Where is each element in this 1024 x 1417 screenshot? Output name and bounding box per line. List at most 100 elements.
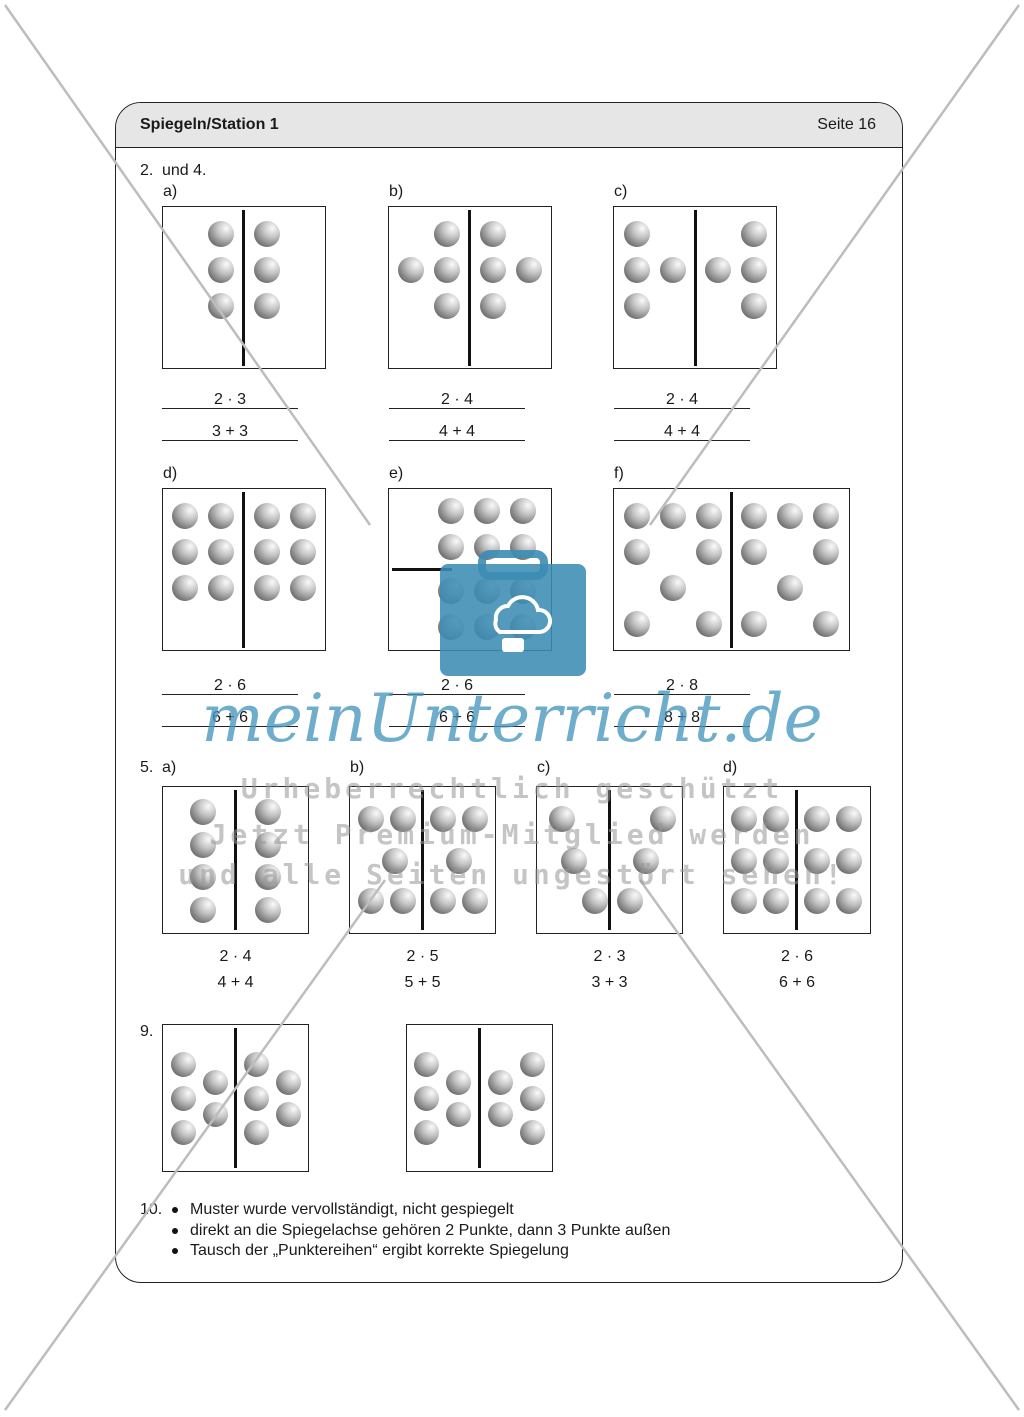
dot bbox=[741, 293, 767, 319]
answer-line bbox=[162, 408, 298, 409]
dot bbox=[172, 575, 198, 601]
dot bbox=[660, 257, 686, 283]
dot bbox=[624, 503, 650, 529]
dot bbox=[520, 1120, 545, 1145]
dot bbox=[510, 534, 536, 560]
dot bbox=[804, 806, 830, 832]
dot bbox=[255, 832, 281, 858]
dot bbox=[254, 539, 280, 565]
bullet-icon bbox=[172, 1248, 178, 1254]
bullet-text: direkt an die Spiegelachse gehören 2 Pun… bbox=[190, 1222, 671, 1239]
mirror-axis bbox=[608, 790, 611, 930]
dot bbox=[763, 888, 789, 914]
equation-product: 2 · 8 bbox=[665, 677, 698, 694]
item-label-5b: b) bbox=[350, 759, 365, 776]
dot bbox=[254, 575, 280, 601]
dot bbox=[741, 611, 767, 637]
answer-line bbox=[162, 694, 298, 695]
dot bbox=[430, 888, 456, 914]
equation-sum: 3 + 3 bbox=[211, 423, 249, 440]
dot bbox=[446, 848, 472, 874]
dot bbox=[171, 1052, 196, 1077]
dot bbox=[836, 888, 862, 914]
dot bbox=[520, 1086, 545, 1111]
section-number: 9. bbox=[140, 1023, 154, 1040]
answer-line bbox=[614, 726, 750, 727]
dot bbox=[480, 293, 506, 319]
equation-sum: 4 + 4 bbox=[663, 423, 701, 440]
dot bbox=[255, 799, 281, 825]
item-label-b: b) bbox=[389, 183, 404, 200]
dot bbox=[438, 534, 464, 560]
mirror-axis bbox=[478, 1028, 481, 1168]
dot bbox=[624, 257, 650, 283]
dot bbox=[255, 864, 281, 890]
dot bbox=[731, 888, 757, 914]
dot bbox=[763, 806, 789, 832]
mirror-axis bbox=[242, 492, 245, 648]
dot bbox=[624, 611, 650, 637]
dot bbox=[190, 832, 216, 858]
bullet-text: Muster wurde vervollständigt, nicht gesp… bbox=[190, 1201, 514, 1218]
dot bbox=[462, 888, 488, 914]
item-label-5d: d) bbox=[723, 759, 738, 776]
dot bbox=[208, 221, 234, 247]
dot bbox=[208, 575, 234, 601]
page-title: Spiegeln/Station 1 bbox=[140, 116, 279, 133]
mirror-axis bbox=[421, 790, 424, 930]
equation-sum: 4 + 4 bbox=[438, 423, 476, 440]
item-label-f: f) bbox=[614, 465, 624, 482]
dot bbox=[617, 888, 643, 914]
dot bbox=[582, 888, 608, 914]
mirror-axis bbox=[392, 568, 452, 571]
dot bbox=[549, 806, 575, 832]
equation-product: 2 · 4 bbox=[219, 948, 252, 965]
dot bbox=[474, 578, 500, 604]
equation-sum: 5 + 5 bbox=[404, 974, 441, 991]
dot bbox=[813, 539, 839, 565]
dot bbox=[244, 1052, 269, 1077]
equation-product: 2 · 3 bbox=[593, 948, 626, 965]
dot bbox=[171, 1120, 196, 1145]
dot bbox=[203, 1102, 228, 1127]
dot bbox=[650, 806, 676, 832]
dot bbox=[244, 1120, 269, 1145]
dot bbox=[446, 1102, 471, 1127]
equation-sum: 6 + 6 bbox=[211, 709, 249, 726]
section-number: 5. bbox=[140, 759, 154, 776]
answer-line bbox=[389, 408, 525, 409]
answer-line bbox=[614, 408, 750, 409]
dot bbox=[474, 534, 500, 560]
equation-product: 2 · 6 bbox=[440, 677, 473, 694]
item-label-5c: c) bbox=[537, 759, 551, 776]
dot bbox=[208, 539, 234, 565]
dot bbox=[624, 221, 650, 247]
dot bbox=[813, 611, 839, 637]
dot bbox=[488, 1102, 513, 1127]
dot bbox=[390, 888, 416, 914]
dot bbox=[480, 221, 506, 247]
dot bbox=[398, 257, 424, 283]
answer-line bbox=[614, 440, 750, 441]
dot bbox=[804, 848, 830, 874]
dot bbox=[446, 1070, 471, 1095]
dot bbox=[561, 848, 587, 874]
dot bbox=[474, 614, 500, 640]
equation-sum: 4 + 4 bbox=[217, 974, 254, 991]
answer-line bbox=[162, 726, 298, 727]
bullet-icon bbox=[172, 1207, 178, 1213]
section-number: 10. bbox=[140, 1201, 163, 1218]
dot bbox=[254, 257, 280, 283]
dot bbox=[480, 257, 506, 283]
dot bbox=[208, 257, 234, 283]
dot bbox=[777, 503, 803, 529]
mirror-axis bbox=[242, 210, 245, 366]
dot bbox=[414, 1052, 439, 1077]
section-number: 2. bbox=[140, 162, 154, 179]
equation-product: 2 · 5 bbox=[406, 948, 439, 965]
dot bbox=[488, 1070, 513, 1095]
dot bbox=[777, 575, 803, 601]
answer-line bbox=[162, 440, 298, 441]
dot bbox=[633, 848, 659, 874]
dot bbox=[290, 503, 316, 529]
